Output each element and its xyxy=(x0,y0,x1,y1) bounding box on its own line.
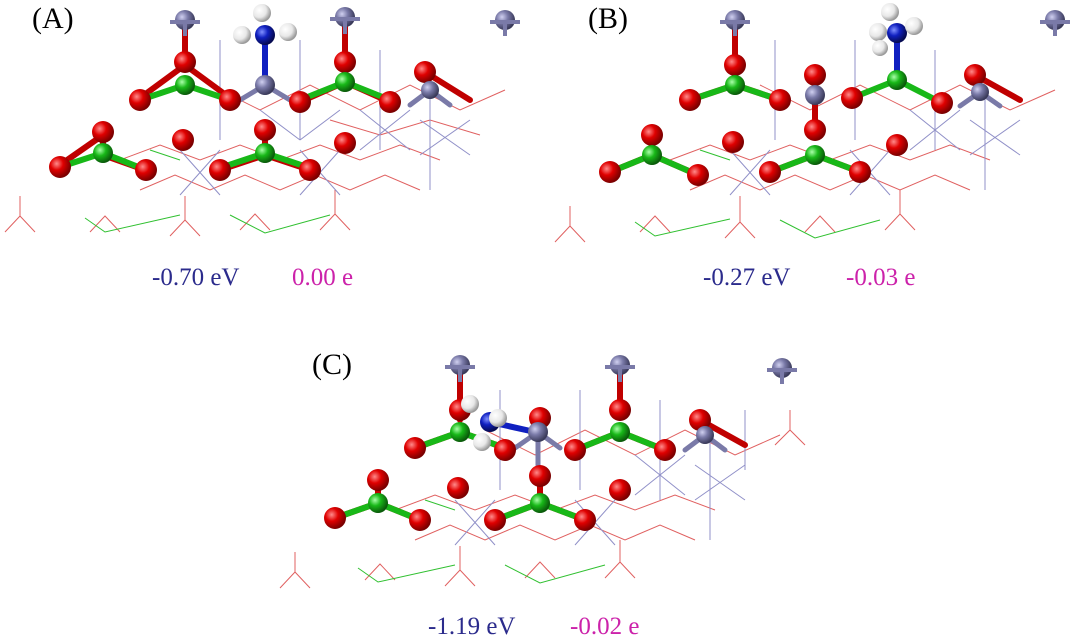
panel-a: (A) xyxy=(4,2,520,291)
panel-b: (B) xyxy=(554,2,1070,291)
panel-b-charge: -0.03 e xyxy=(846,264,915,291)
panel-c-atoms xyxy=(324,355,797,531)
panel-c-energy: -1.19 eV xyxy=(428,613,515,636)
panel-b-label: (B) xyxy=(588,2,628,35)
panel-c-label: (C) xyxy=(312,348,352,381)
panel-c-lattice-wireframe xyxy=(279,390,806,589)
panel-a-atoms xyxy=(49,4,520,181)
panel-c-charge: -0.02 e xyxy=(570,613,639,636)
panel-a-label: (A) xyxy=(32,2,74,35)
panel-b-atoms xyxy=(599,3,1070,186)
panel-b-lattice-wireframe xyxy=(554,40,1056,243)
panel-a-energy: -0.70 eV xyxy=(152,264,239,291)
panel-b-energy: -0.27 eV xyxy=(703,264,790,291)
panel-c: (C) xyxy=(279,348,806,636)
panel-a-charge: 0.00 e xyxy=(292,264,353,291)
